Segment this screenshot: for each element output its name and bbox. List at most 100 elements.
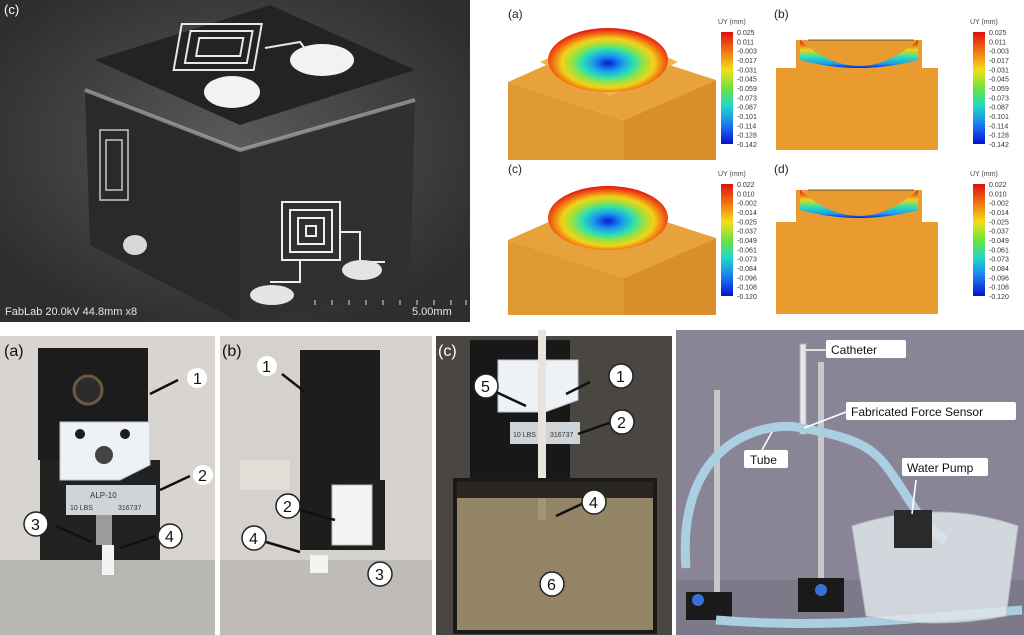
photo-arrows — [55, 373, 613, 554]
svg-text:2: 2 — [283, 499, 292, 516]
plate-a-serial: 316737 — [118, 505, 141, 512]
colorbar-d — [973, 184, 985, 296]
colorbar-tick-label: 0.025 — [989, 30, 1007, 37]
svg-text:2: 2 — [198, 468, 207, 485]
colorbar-tick-label: 0.010 — [989, 191, 1007, 198]
marker-c-1: 1 — [608, 363, 634, 389]
marker-c-2: 2 — [609, 409, 635, 435]
marker-c-4: 4 — [581, 489, 607, 515]
sem-panel-label: (c) — [4, 2, 20, 17]
colorbar-ticks-c: 0.0220.010-0.002-0.014-0.025-0.037-0.049… — [737, 182, 757, 301]
colorbar-tick-label: -0.120 — [989, 294, 1009, 301]
svg-text:3: 3 — [375, 567, 384, 584]
colorbar-tick-label: -0.114 — [737, 123, 756, 130]
colorbar-tick-label: -0.108 — [989, 285, 1009, 292]
stand-left — [686, 390, 732, 620]
marker-a-4: 4 — [157, 523, 183, 549]
colorbar-tick-label: -0.003 — [989, 49, 1009, 56]
colorbar-tick-label: 0.011 — [989, 39, 1006, 46]
colorbar-tick-label: -0.031 — [989, 67, 1009, 74]
marker-c-5: 5 — [473, 373, 499, 399]
colorbar-tick-label: -0.114 — [989, 123, 1008, 130]
colorbar-tick-label: -0.087 — [989, 105, 1009, 112]
colorbar-tick-label: -0.031 — [737, 67, 757, 74]
colorbar-tick-label: -0.059 — [989, 86, 1009, 93]
colorbar-tick-label: -0.084 — [989, 266, 1009, 273]
colorbar-tick-label: 0.011 — [737, 39, 754, 46]
colorbar-tick-label: -0.096 — [989, 275, 1009, 282]
photo-label-a: (a) — [4, 343, 24, 360]
water-pump — [894, 510, 932, 548]
colorbar-tick-label: -0.073 — [737, 257, 757, 264]
colorbar-tick-label: -0.017 — [989, 58, 1009, 65]
sem-caption-left: FabLab 20.0kV 44.8mm x8 — [5, 306, 138, 318]
front-pad-right — [342, 260, 382, 280]
colorbar-tick-label: -0.025 — [989, 219, 1009, 226]
svg-text:4: 4 — [165, 529, 174, 546]
colorbar-tick-label: -0.014 — [737, 210, 757, 217]
colorbar-tick-label: -0.096 — [737, 275, 757, 282]
setup-photo-panel: Catheter Fabricated Force Sensor Tube Wa… — [676, 330, 1024, 635]
sem-caption-right: 5.00mm — [412, 306, 452, 318]
fea-b-section — [776, 39, 938, 150]
plate-a-model: ALP-10 — [90, 491, 117, 500]
colorbar-tick-label: -0.073 — [737, 95, 757, 102]
colorbar-tick-label: -0.142 — [989, 142, 1009, 149]
svg-text:4: 4 — [589, 495, 598, 512]
svg-text:4: 4 — [249, 531, 258, 548]
plate-a-range: 10 LBS — [70, 505, 93, 512]
colorbar-a — [721, 32, 733, 144]
colorbar-tick-label: -0.002 — [989, 201, 1009, 208]
colorbar-tick-label: -0.061 — [737, 247, 757, 254]
stand-right — [798, 362, 844, 612]
colorbar-ticks-b: 0.025 0.011 -0.003 -0.017 -0.031 -0.045 -0.059… — [989, 30, 1009, 149]
svg-text:2: 2 — [617, 415, 626, 432]
svg-text:3: 3 — [31, 517, 40, 534]
marker-a-1: 1 — [187, 368, 207, 388]
marker-b-4: 4 — [241, 525, 267, 551]
colorbar-tick-label: 0.022 — [737, 182, 755, 189]
colorbar-tick-label: 0.025 — [737, 30, 755, 37]
unit-label-c: UY (mm) — [718, 171, 746, 178]
colorbar-tick-label: -0.073 — [989, 257, 1009, 264]
colorbar-tick-label: -0.049 — [989, 238, 1009, 245]
photo-b — [220, 336, 432, 635]
unit-label-b: UY (mm) — [970, 19, 998, 26]
sem-image-panel: (c) FabLab 20.0kV 44.8mm x8 5.00mm — [0, 0, 470, 322]
colorbar-tick-label: -0.045 — [989, 77, 1009, 84]
colorbar-tick-label: -0.128 — [737, 133, 757, 140]
colorbar-tick-label: -0.037 — [737, 229, 757, 236]
colorbar-tick-label: -0.084 — [737, 266, 757, 273]
catheter — [799, 343, 807, 435]
marker-b-2: 2 — [275, 493, 301, 519]
colorbar-tick-label: -0.017 — [737, 58, 757, 65]
label-tube: Tube — [750, 453, 777, 467]
label-catheter: Catheter — [831, 343, 877, 357]
unit-label-a: UY (mm) — [718, 19, 746, 26]
colorbar-tick-label: -0.073 — [989, 95, 1009, 102]
label-force-sensor: Fabricated Force Sensor — [851, 405, 983, 419]
colorbar-tick-label: -0.061 — [989, 247, 1009, 254]
svg-text:1: 1 — [262, 359, 271, 376]
colorbar-tick-label: -0.087 — [737, 105, 757, 112]
fea-a-block — [508, 28, 716, 160]
colorbar-tick-label: -0.101 — [989, 114, 1009, 121]
front-pad-left — [250, 285, 294, 305]
fea-c-block — [508, 186, 716, 315]
marker-a-3: 3 — [23, 511, 49, 537]
colorbar-tick-label: -0.142 — [737, 142, 757, 149]
svg-text:5: 5 — [481, 379, 490, 396]
colorbar-tick-label: -0.002 — [737, 201, 757, 208]
colorbar-tick-label: -0.120 — [737, 294, 757, 301]
colorbar-tick-label: -0.128 — [989, 133, 1009, 140]
sem-image — [0, 0, 470, 322]
colorbar-tick-label: -0.037 — [989, 229, 1009, 236]
marker-b-3: 3 — [367, 561, 393, 587]
colorbar-c — [721, 184, 733, 296]
colorbar-tick-label: -0.003 — [737, 49, 757, 56]
fea-label-b: (b) — [774, 7, 789, 21]
colorbar-tick-label: -0.014 — [989, 210, 1009, 217]
plate-c-range: 10 LBS — [513, 432, 536, 439]
fea-d-section — [776, 189, 938, 314]
colorbar-ticks-d: 0.0220.010-0.002-0.014-0.025-0.037-0.049… — [989, 182, 1009, 301]
